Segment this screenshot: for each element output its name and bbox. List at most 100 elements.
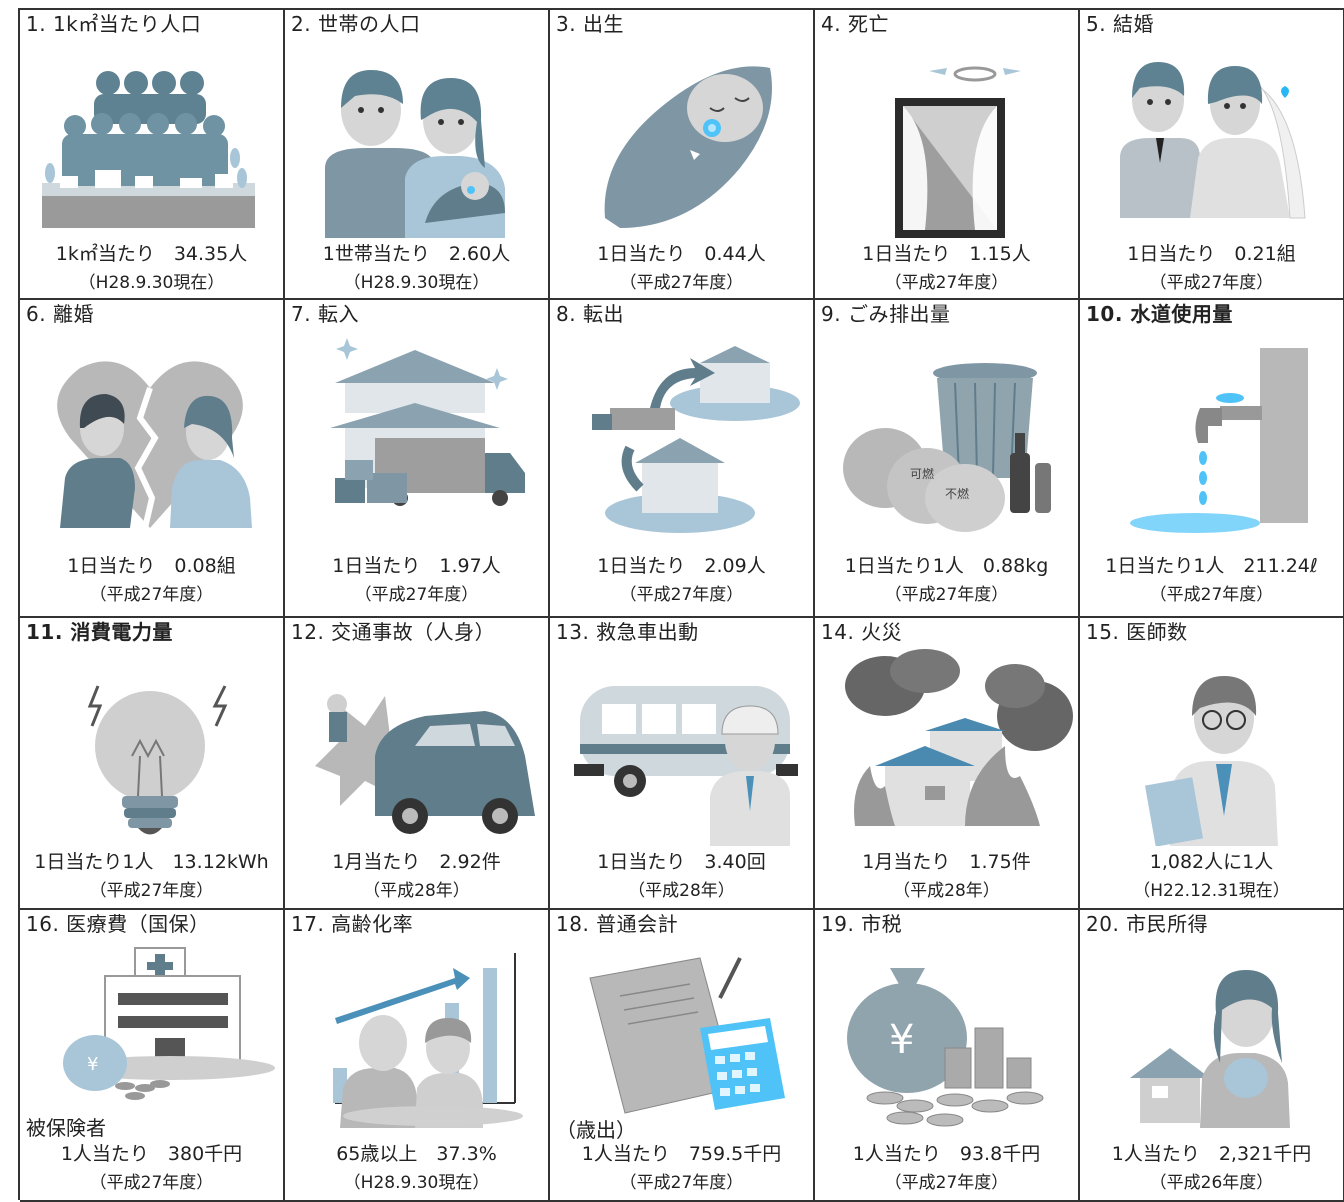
cell-period: （平成28年） bbox=[628, 881, 735, 901]
moving-in-icon bbox=[330, 338, 525, 506]
burnable-label: 可燃 bbox=[910, 466, 934, 481]
cell-period: （平成27年度） bbox=[619, 273, 744, 293]
cell-period: （平成27年度） bbox=[1149, 585, 1274, 605]
cell-title: 18. 普通会計 bbox=[556, 912, 679, 936]
cell-title: 19. 市税 bbox=[821, 912, 903, 936]
cell-period: （H22.12.31現在） bbox=[1133, 881, 1290, 901]
cell-title: 16. 医療費（国保） bbox=[26, 912, 210, 936]
cell-doctors: 15. 医師数 1,082人に1人 （H22.12.31現在） bbox=[1080, 618, 1344, 910]
hospital-icon: ¥ bbox=[63, 947, 275, 1100]
baby-icon bbox=[604, 66, 772, 228]
cell-household-population: 2. 世帯の人口 1世帯当たり 2.60人 （H28.9.30現在） bbox=[285, 10, 550, 300]
cell-period: （平成27年度） bbox=[89, 1173, 214, 1193]
cell-value: 1日当たり 0.08組 bbox=[67, 555, 236, 577]
cell-period: （平成27年度） bbox=[1149, 273, 1274, 293]
doctor-icon bbox=[1144, 676, 1278, 846]
cell-value: 1人当たり 2,321千円 bbox=[1111, 1143, 1312, 1165]
cell-period: （平成27年度） bbox=[89, 585, 214, 605]
cell-period: （平成27年度） bbox=[884, 585, 1009, 605]
cell-value: 1月当たり 1.75件 bbox=[862, 851, 1031, 873]
cell-value: 1日当たり 0.21組 bbox=[1127, 243, 1296, 265]
cell-title: 20. 市民所得 bbox=[1086, 912, 1209, 936]
non-burnable-label: 不燃 bbox=[945, 486, 969, 501]
crowd-icon bbox=[42, 71, 255, 228]
cell-value: 1人当たり 93.8千円 bbox=[852, 1143, 1041, 1165]
water-faucet-icon bbox=[1130, 348, 1308, 533]
cell-value: 1k㎡当たり 34.35人 bbox=[55, 243, 248, 265]
cell-title: 15. 医師数 bbox=[1086, 620, 1188, 644]
cell-title: 1. 1k㎡当たり人口 bbox=[26, 12, 202, 36]
family-icon bbox=[325, 70, 505, 238]
cell-births: 3. 出生 1日当たり 0.44人 （平成27年度） bbox=[550, 10, 815, 300]
memorial-frame-icon bbox=[895, 66, 1021, 238]
cell-value: 1日当たり 2.09人 bbox=[597, 555, 766, 577]
cell-title: 6. 離婚 bbox=[26, 302, 94, 326]
yen-icon: ¥ bbox=[87, 1054, 98, 1075]
cell-period: （平成27年度） bbox=[619, 585, 744, 605]
cell-citizen-income: 20. 市民所得 1人当たり 2,321千円 （平成26年度） bbox=[1080, 910, 1344, 1202]
cell-city-tax: 19. 市税 ¥ 1人当たり 93.8千円 （平成27年度） bbox=[815, 910, 1080, 1202]
cell-title: 9. ごみ排出量 bbox=[821, 302, 951, 326]
cell-deaths: 4. 死亡 1日当たり 1.15人 （平成27年度） bbox=[815, 10, 1080, 300]
cell-period: （平成27年度） bbox=[354, 585, 479, 605]
cell-general-account: 18. 普通会計 （歳出） 1人当たり 759.5千円 （平成27年度） bbox=[550, 910, 815, 1202]
cell-title: 2. 世帯の人口 bbox=[291, 12, 421, 36]
cell-period: （平成27年度） bbox=[884, 273, 1009, 293]
cell-period: （平成27年度） bbox=[884, 1173, 1009, 1193]
cell-value: 1日当たり 1.15人 bbox=[862, 243, 1031, 265]
cell-power-consumption: 11. 消費電力量 1日当たり1人 13.12kWh （平成27年度） bbox=[20, 618, 285, 910]
car-accident-icon bbox=[315, 694, 535, 834]
cell-period: （H28.9.30現在） bbox=[78, 273, 225, 293]
cell-period: （平成28年） bbox=[363, 881, 470, 901]
cell-traffic-accidents: 12. 交通事故（人身） 1月当たり 2.92件 （平成28年） bbox=[285, 618, 550, 910]
cell-ambulance-dispatch: 13. 救急車出動 1日当たり 3.40回 （平成28年） bbox=[550, 618, 815, 910]
cell-title: 3. 出生 bbox=[556, 12, 624, 36]
cell-period: （平成27年度） bbox=[89, 881, 214, 901]
yen-icon: ¥ bbox=[889, 1017, 914, 1063]
cell-water-usage: 10. 水道使用量 1日当たり1人 211.24ℓ （平成27年度） bbox=[1080, 300, 1344, 618]
elderly-couple-icon bbox=[333, 953, 523, 1128]
cell-value: 1月当たり 2.92件 bbox=[332, 851, 501, 873]
cell-value: 1日当たり 1.97人 bbox=[332, 555, 501, 577]
cell-value: 1日当たり 3.40回 bbox=[597, 851, 766, 873]
cell-value: 1日当たり1人 13.12kWh bbox=[34, 851, 269, 873]
broken-heart-couple-icon bbox=[57, 361, 252, 529]
wedding-couple-icon bbox=[1120, 62, 1306, 219]
cell-title: 10. 水道使用量 bbox=[1086, 302, 1233, 326]
expenditure-label: （歳出） bbox=[556, 1118, 636, 1142]
cell-title: 17. 高齢化率 bbox=[291, 912, 414, 936]
insured-label: 被保険者 bbox=[26, 1116, 106, 1140]
cell-period: （平成26年度） bbox=[1149, 1173, 1274, 1193]
cell-value: 65歳以上 37.3% bbox=[336, 1143, 497, 1165]
cell-title: 11. 消費電力量 bbox=[26, 620, 173, 644]
cell-value: 1,082人に1人 bbox=[1149, 851, 1274, 873]
cell-move-out: 8. 転出 1日当たり 2.09人 （平成27年度） bbox=[550, 300, 815, 618]
cell-period: （H28.9.30現在） bbox=[343, 273, 490, 293]
light-bulb-icon bbox=[87, 685, 228, 835]
garbage-icon: 可燃 不燃 bbox=[843, 363, 1051, 532]
moving-out-icon bbox=[592, 346, 800, 533]
cell-value: 1日当たり1人 211.24ℓ bbox=[1105, 555, 1318, 577]
cell-move-in: 7. 転入 1日当たり 1.97人 （平成27年度） bbox=[285, 300, 550, 618]
cell-garbage: 9. ごみ排出量 可燃 不燃 1日当たり1人 0.88kg （平成27年度） bbox=[815, 300, 1080, 618]
cell-divorces: 6. 離婚 1日当たり 0.08組 （平成27年度） bbox=[20, 300, 285, 618]
cell-fires: 14. 火災 1月当たり 1.75件 （平成28年） bbox=[815, 618, 1080, 910]
cell-title: 8. 転出 bbox=[556, 302, 624, 326]
cell-title: 14. 火災 bbox=[821, 620, 903, 644]
cell-title: 13. 救急車出動 bbox=[556, 620, 699, 644]
cell-period: （H28.9.30現在） bbox=[343, 1173, 490, 1193]
house-fire-icon bbox=[845, 649, 1073, 826]
cell-value: 1日当たり 0.44人 bbox=[597, 243, 766, 265]
cell-marriages: 5. 結婚 1日当たり 0.21組 （平成27年度） bbox=[1080, 10, 1344, 300]
cell-period: （平成28年） bbox=[893, 881, 1000, 901]
citizen-income-icon bbox=[1130, 970, 1290, 1128]
cell-value: 1世帯当たり 2.60人 bbox=[322, 243, 511, 265]
cell-period: （平成27年度） bbox=[619, 1173, 744, 1193]
cell-title: 7. 転入 bbox=[291, 302, 359, 326]
cell-value: 1日当たり1人 0.88kg bbox=[844, 555, 1049, 577]
cell-title: 12. 交通事故（人身） bbox=[291, 620, 496, 644]
cell-aging-rate: 17. 高齢化率 65歳以上 37.3% （H28.9.30現在） bbox=[285, 910, 550, 1202]
money-bag-icon: ¥ bbox=[847, 968, 1044, 1127]
cell-medical-expenses: 16. 医療費（国保） ¥ 被保険者 1人当たり 380千円 （平成27年度） bbox=[20, 910, 285, 1202]
ambulance-icon bbox=[574, 686, 798, 846]
